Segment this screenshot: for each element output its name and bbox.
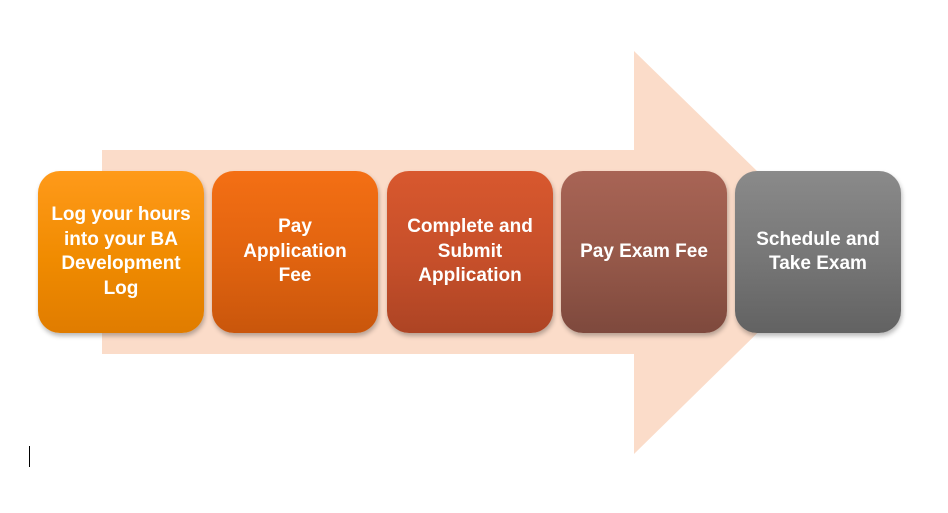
step-log-hours: Log your hours into your BA Development … (38, 171, 204, 333)
step-3-line-1: Complete and (407, 216, 533, 238)
step-schedule-exam: Schedule and Take Exam (735, 171, 901, 333)
step-1-line-4: Log (103, 277, 139, 299)
step-2-line-1: Pay (278, 216, 312, 238)
step-1-line-3: Development (61, 253, 181, 274)
step-4-line-1: Pay Exam Fee (580, 240, 708, 262)
step-pay-application-fee: Pay Application Fee (212, 171, 378, 333)
step-pay-exam-fee: Pay Exam Fee (561, 171, 727, 333)
text-cursor (29, 446, 30, 467)
step-3-line-2: Submit (437, 240, 503, 262)
step-submit-application: Complete and Submit Application (387, 171, 553, 333)
step-5-line-1: Schedule and (756, 228, 880, 250)
step-1-line-1: Log your hours (51, 204, 191, 225)
step-3-line-3: Application (418, 265, 522, 287)
step-5-line-2: Take Exam (769, 253, 867, 274)
step-2-line-3: Fee (278, 265, 312, 287)
step-2-line-2: Application (243, 240, 347, 262)
step-1-line-2: into your BA (63, 228, 178, 250)
